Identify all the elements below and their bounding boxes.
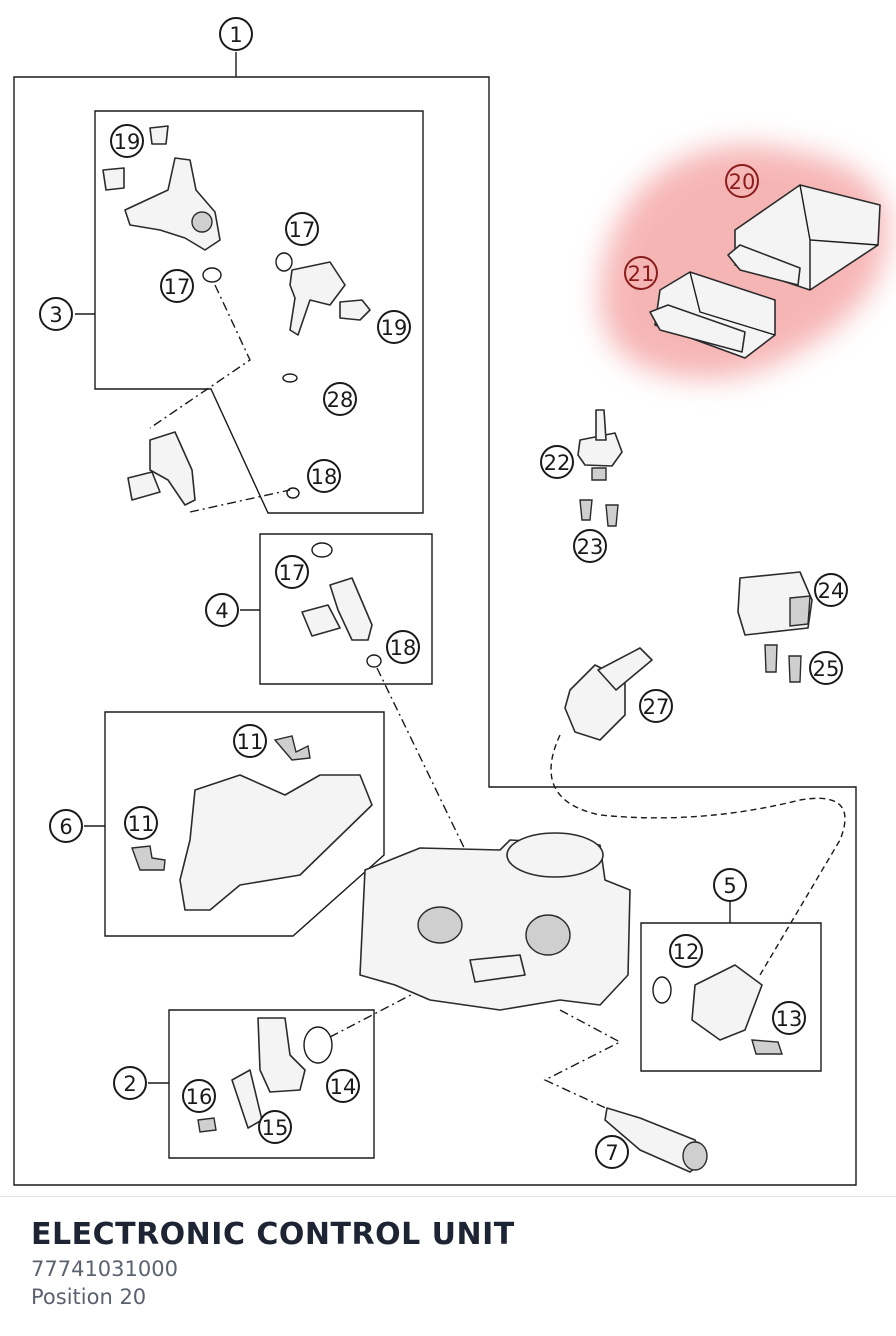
o-ring-18a <box>286 487 300 499</box>
o-ring-28 <box>282 373 298 383</box>
svg-text:12: 12 <box>673 940 700 964</box>
svg-text:7: 7 <box>605 1141 618 1165</box>
o-ring-14 <box>303 1026 333 1064</box>
svg-text:4: 4 <box>215 599 228 623</box>
fuel-rail-part <box>102 125 221 251</box>
svg-text:18: 18 <box>390 636 417 660</box>
screws-23 <box>579 499 619 527</box>
frame-2 <box>148 1009 375 1159</box>
callout-7[interactable]: 7 <box>595 1135 629 1169</box>
sensor-part-27 <box>564 647 653 741</box>
o-ring-17c <box>311 542 333 558</box>
callout-18b[interactable]: 18 <box>386 630 420 664</box>
callout-17c[interactable]: 17 <box>275 555 309 589</box>
o-ring-18b <box>366 654 382 668</box>
svg-text:25: 25 <box>813 657 840 681</box>
svg-text:14: 14 <box>330 1075 357 1099</box>
svg-text:11: 11 <box>237 730 264 754</box>
callout-1[interactable]: 1 <box>219 17 253 51</box>
callout-15[interactable]: 15 <box>258 1110 292 1144</box>
idle-valve-part <box>604 1107 708 1173</box>
injector-adapter-part <box>289 261 371 336</box>
callout-5[interactable]: 5 <box>713 868 747 902</box>
callout-23[interactable]: 23 <box>573 529 607 563</box>
callout-22[interactable]: 22 <box>540 445 574 479</box>
svg-text:17: 17 <box>279 561 306 585</box>
callout-16[interactable]: 16 <box>182 1079 216 1113</box>
callout-24[interactable]: 24 <box>814 573 848 607</box>
svg-text:24: 24 <box>818 579 845 603</box>
frame-3 <box>75 110 424 514</box>
injector-part <box>301 577 373 641</box>
svg-text:20: 20 <box>729 170 756 194</box>
frame-1 <box>13 52 857 1186</box>
svg-text:3: 3 <box>49 303 62 327</box>
callout-11a[interactable]: 11 <box>233 724 267 758</box>
callout-27[interactable]: 27 <box>639 689 673 723</box>
assembly-line-injector-lower <box>376 667 471 861</box>
o-ring-17a <box>202 267 222 283</box>
callout-25[interactable]: 25 <box>809 651 843 685</box>
o-ring-12 <box>652 976 672 1004</box>
assembly-line-injector-top <box>149 284 291 513</box>
svg-text:28: 28 <box>327 388 354 412</box>
svg-text:22: 22 <box>544 451 571 475</box>
svg-text:19: 19 <box>114 130 141 154</box>
frame-5 <box>640 902 822 1072</box>
callout-11b[interactable]: 11 <box>124 806 158 840</box>
svg-text:13: 13 <box>776 1007 803 1031</box>
callout-17a[interactable]: 17 <box>285 212 319 246</box>
svg-text:27: 27 <box>643 695 670 719</box>
svg-text:2: 2 <box>123 1072 136 1096</box>
part-title: ELECTRONIC CONTROL UNIT <box>31 1217 515 1252</box>
pressure-sensor-part-22 <box>577 409 623 481</box>
assembly-line-sensor-cable <box>550 734 846 976</box>
svg-text:16: 16 <box>186 1085 213 1109</box>
svg-text:1: 1 <box>229 23 242 47</box>
ecu-part-20[interactable] <box>727 184 881 291</box>
frame-6 <box>84 711 385 937</box>
svg-text:5: 5 <box>723 874 736 898</box>
callout-17b[interactable]: 17 <box>160 269 194 303</box>
svg-text:21: 21 <box>628 262 655 286</box>
svg-text:19: 19 <box>381 316 408 340</box>
callout-21[interactable]: 21 <box>624 256 658 290</box>
callout-28[interactable]: 28 <box>323 382 357 416</box>
callout-6[interactable]: 6 <box>49 809 83 843</box>
sensor-part-24 <box>737 571 813 636</box>
svg-text:23: 23 <box>577 535 604 559</box>
svg-text:18: 18 <box>311 465 338 489</box>
callout-14[interactable]: 14 <box>326 1069 360 1103</box>
svg-text:15: 15 <box>262 1116 289 1140</box>
o-ring-17b <box>275 252 293 272</box>
svg-text:11: 11 <box>128 812 155 836</box>
injector-upper-part <box>127 431 196 506</box>
callout-19b[interactable]: 19 <box>377 310 411 344</box>
part-number: 77741031000 <box>31 1257 178 1281</box>
callout-4[interactable]: 4 <box>205 593 239 627</box>
callout-3[interactable]: 3 <box>39 297 73 331</box>
svg-text:17: 17 <box>289 218 316 242</box>
exploded-parts-diagram: 1 2 3 4 5 6 7 11 11 12 13 14 15 16 17 17… <box>13 17 889 1186</box>
callout-12[interactable]: 12 <box>669 934 703 968</box>
callout-19a[interactable]: 19 <box>110 124 144 158</box>
map-sensor-part <box>197 1017 306 1133</box>
part-info-footer: ELECTRONIC CONTROL UNIT 77741031000 Posi… <box>0 1196 896 1336</box>
callout-18a[interactable]: 18 <box>307 459 341 493</box>
throttle-body-part <box>359 832 631 1011</box>
ecu-part-21[interactable] <box>649 271 776 359</box>
callout-2[interactable]: 2 <box>113 1066 147 1100</box>
callout-13[interactable]: 13 <box>772 1001 806 1035</box>
throttle-cover-part <box>131 735 373 911</box>
callout-20[interactable]: 20 <box>725 164 759 198</box>
part-position: Position 20 <box>31 1285 147 1309</box>
throttle-position-sensor-part <box>691 964 783 1055</box>
frame-4 <box>240 533 433 685</box>
svg-text:6: 6 <box>59 815 72 839</box>
svg-text:17: 17 <box>164 275 191 299</box>
screws-25 <box>764 644 802 683</box>
assembly-line-7 <box>543 1009 622 1111</box>
